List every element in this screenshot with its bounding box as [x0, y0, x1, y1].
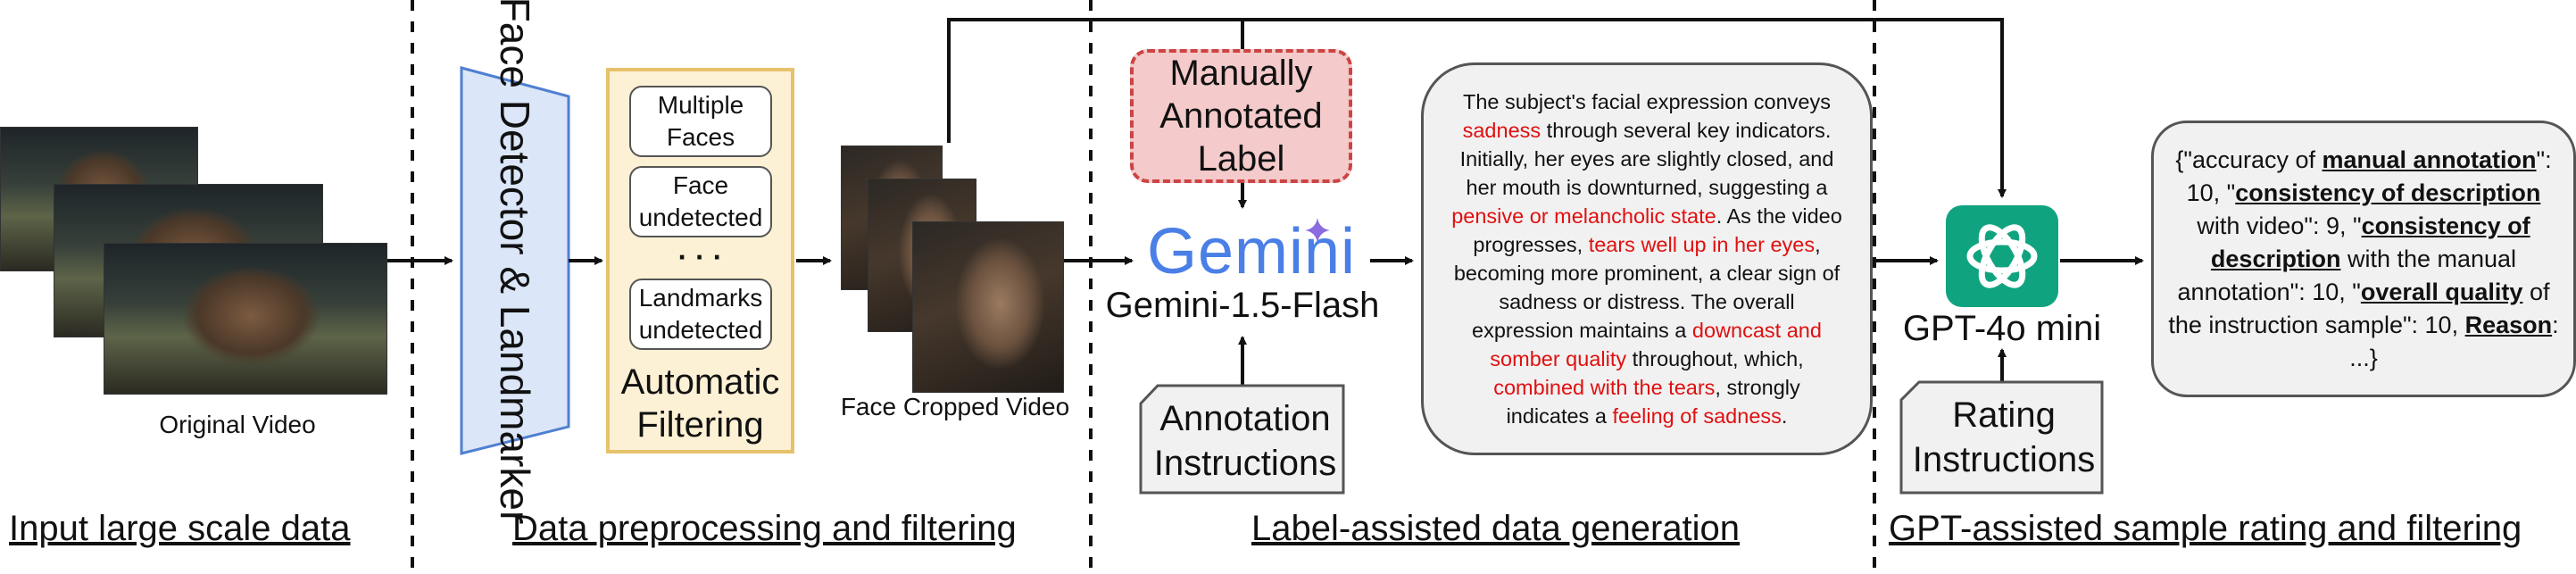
- result-key-term: consistency of description: [2235, 179, 2541, 206]
- rating-instructions-card: [1899, 380, 2104, 495]
- result-key-term: consistency of description: [2210, 212, 2530, 272]
- description-highlight: sadness: [1462, 119, 1541, 142]
- result-key-term: manual annotation: [2322, 146, 2537, 173]
- section-title-preprocessing: Data preprocessing and filtering: [512, 509, 1017, 548]
- automatic-filtering-title: Automatic Filtering: [620, 362, 780, 445]
- result-key-term: overall quality: [2360, 278, 2523, 305]
- generated-description-box: The subject's facial expression conveys …: [1421, 62, 1873, 455]
- detector-shape: [460, 66, 570, 455]
- rating-instructions-label: Rating Instructions: [1912, 395, 2096, 479]
- video-frame-front: [104, 243, 387, 395]
- original-video-label: Original Video: [159, 411, 316, 438]
- gpt-model-label: GPT-4o mini: [1902, 309, 2102, 348]
- gpt-logo-icon: [1946, 205, 2058, 307]
- description-highlight: combined with the tears: [1493, 376, 1716, 399]
- description-segment: .: [1781, 404, 1788, 428]
- description-segment: , strongly indicates a: [1506, 376, 1800, 428]
- result-segment: : ...}: [2349, 311, 2559, 371]
- description-segment: . As the video progresses,: [1473, 204, 1842, 256]
- filter-item-landmarks-undetected: Landmarks undetected: [629, 279, 772, 350]
- description-highlight: tears well up in her eyes: [1588, 233, 1816, 256]
- section-title-rating: GPT-assisted sample rating and filtering: [1889, 509, 2522, 548]
- section-title-generation: Label-assisted data generation: [1251, 509, 1741, 548]
- description-segment: The subject's facial expression conveys: [1462, 90, 1832, 113]
- crop-frame-front: [912, 221, 1064, 393]
- gemini-sparkle-icon: [1305, 218, 1330, 243]
- section-title-input: Input large scale data: [9, 509, 351, 548]
- gemini-logo: Gemini: [1146, 216, 1357, 287]
- description-highlight: pensive or melancholic state: [1451, 204, 1716, 228]
- result-segment: ": 10, ": [2186, 146, 2552, 206]
- arrow-crop-to-gpt: [947, 18, 2007, 198]
- description-highlight: downcast and somber quality: [1490, 319, 1822, 370]
- annotation-instructions-label: Annotation Instructions: [1153, 399, 1337, 483]
- result-segment: with the manual annotation": 10, ": [2177, 245, 2517, 305]
- description-segment: , becoming more prominent, a clear sign …: [1453, 233, 1841, 342]
- rating-result-text: {"accuracy of manual annotation": 10, "c…: [2168, 144, 2559, 375]
- detector-label: Face Detector & Landmarker: [492, 0, 538, 525]
- face-cropped-video-label: Face Cropped Video: [840, 393, 1070, 420]
- description-highlight: feeling of sadness: [1612, 404, 1782, 428]
- filter-item-face-undetected: Face undetected: [629, 166, 772, 237]
- result-segment: {"accuracy of: [2175, 146, 2323, 173]
- manually-annotated-label-box: Manually Annotated Label: [1130, 49, 1352, 183]
- rating-result-box: {"accuracy of manual annotation": 10, "c…: [2151, 121, 2576, 397]
- result-segment: of the instruction sample": 10,: [2168, 278, 2550, 338]
- filter-item-multiple-faces: Multiple Faces: [629, 86, 772, 157]
- description-segment: through several key indicators. Initiall…: [1459, 119, 1834, 199]
- generated-description-text: The subject's facial expression conveys …: [1450, 87, 1843, 430]
- annotation-instructions-card: [1139, 384, 1345, 495]
- filter-ellipsis: · · ·: [677, 241, 723, 273]
- result-segment: with video": 9, ": [2197, 212, 2362, 239]
- result-key-term: Reason: [2464, 311, 2553, 338]
- gemini-model-label: Gemini-1.5-Flash: [1105, 286, 1380, 325]
- description-segment: throughout, which,: [1626, 347, 1804, 370]
- automatic-filtering-panel: Multiple Faces Face undetected · · · Lan…: [606, 68, 794, 453]
